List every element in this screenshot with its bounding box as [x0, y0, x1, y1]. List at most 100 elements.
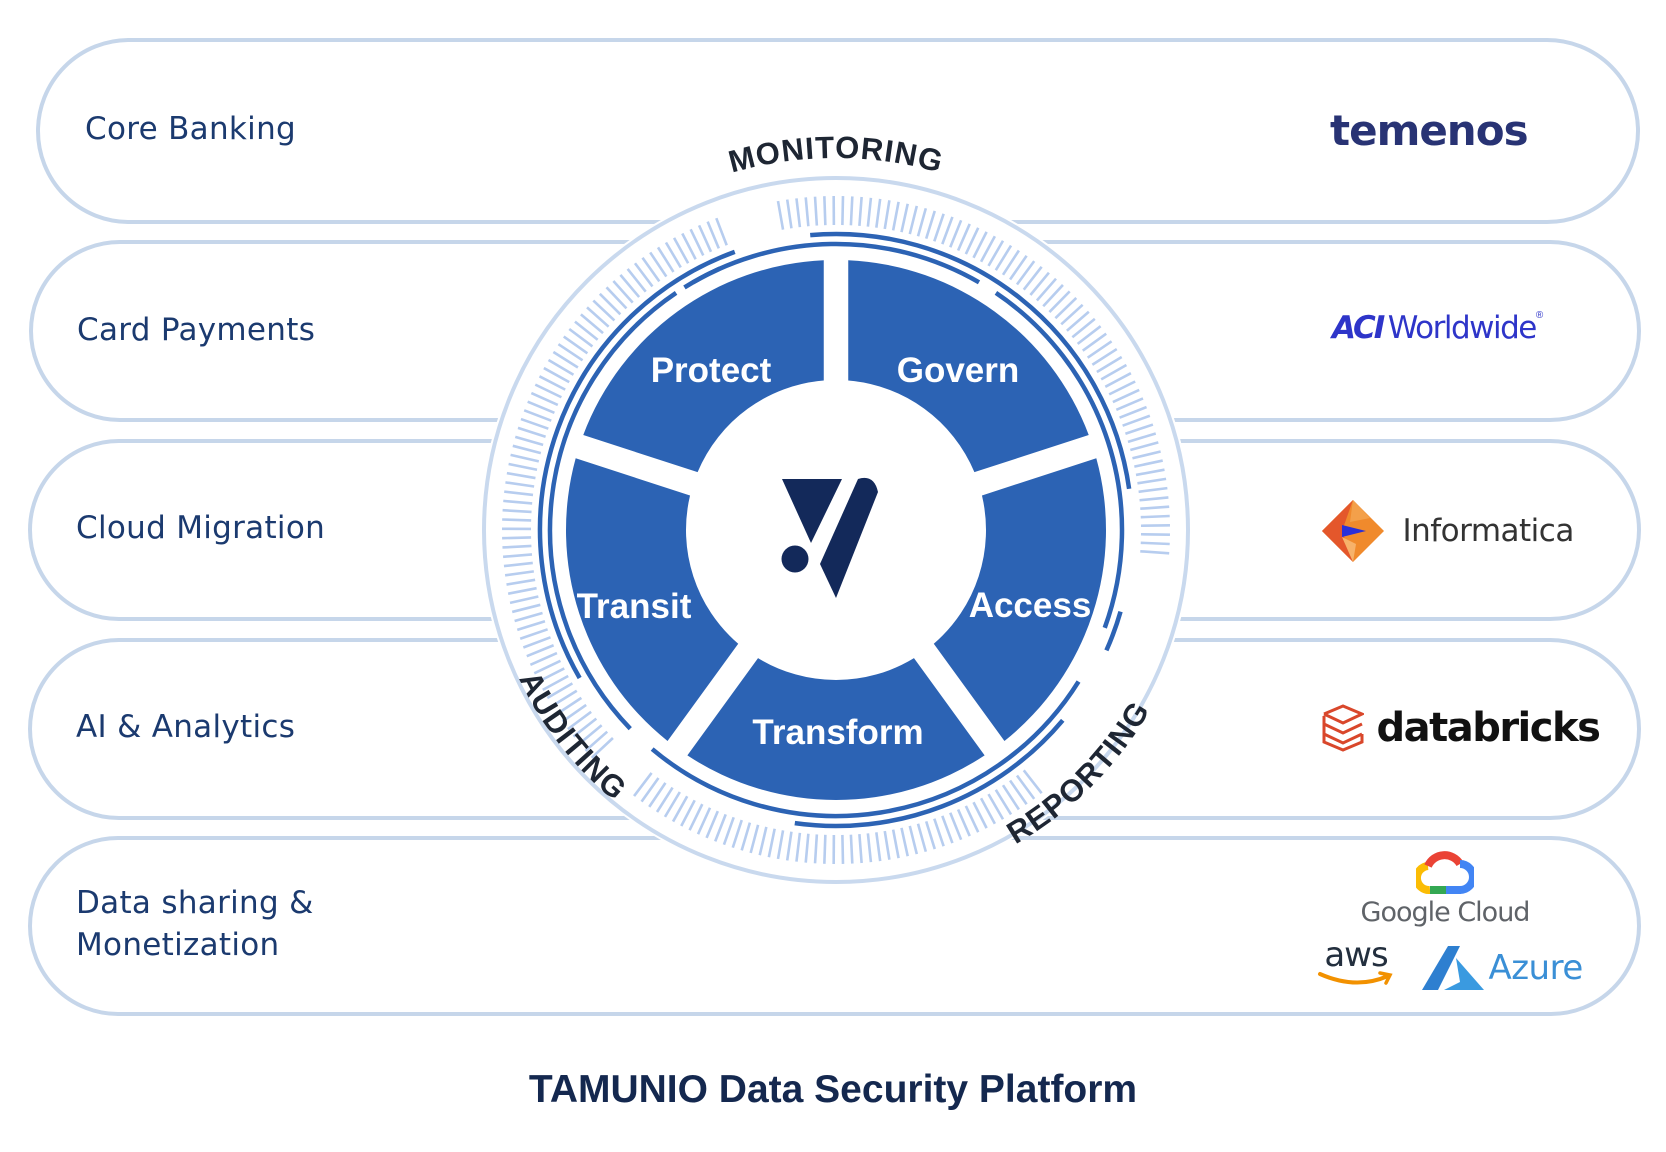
- tick-mark: [584, 730, 609, 752]
- informatica-logo: Informatica: [1320, 498, 1574, 564]
- tick-mark: [510, 453, 540, 463]
- tick-mark: [523, 409, 552, 422]
- tick-mark: [1001, 249, 1020, 276]
- tick-mark: [506, 471, 536, 480]
- tick-mark: [592, 299, 616, 322]
- registered-mark: ®: [1535, 310, 1544, 321]
- tick-mark: [933, 213, 945, 242]
- tick-mark: [663, 791, 681, 818]
- tick-mark: [664, 241, 682, 269]
- segment-transit: [566, 458, 739, 742]
- tick-mark: [714, 813, 727, 842]
- databricks-wordmark: databricks: [1376, 705, 1600, 751]
- aws-logo: aws: [1316, 938, 1396, 986]
- tick-mark: [511, 603, 541, 614]
- tick-mark: [916, 823, 928, 853]
- tick-mark: [655, 786, 674, 813]
- segment-govern: [848, 260, 1089, 473]
- tick-mark: [1119, 405, 1148, 419]
- tick-mark: [514, 611, 543, 623]
- tick-mark: [626, 268, 647, 293]
- tick-mark: [512, 444, 542, 455]
- tick-mark: [1124, 423, 1154, 435]
- tick-mark: [520, 417, 549, 430]
- tick-mark: [641, 256, 661, 283]
- tick-mark: [1132, 450, 1161, 460]
- tick-mark: [543, 366, 570, 384]
- accent-arc: [994, 291, 1125, 629]
- tick-mark: [949, 219, 963, 248]
- tick-mark: [1127, 432, 1157, 444]
- tick-mark: [556, 696, 583, 715]
- tick-mark: [697, 224, 713, 253]
- tick-mark: [785, 831, 793, 861]
- tick-mark: [795, 198, 802, 228]
- tick-mark: [537, 667, 565, 683]
- tick-mark: [612, 280, 634, 304]
- tick-mark: [823, 834, 827, 864]
- tick-mark: [522, 636, 551, 649]
- tick-mark: [823, 196, 827, 226]
- segment-label-govern: Govern: [897, 351, 1020, 390]
- tick-mark: [731, 819, 743, 849]
- tick-mark: [924, 210, 937, 240]
- informatica-wordmark: Informatica: [1402, 513, 1574, 549]
- tick-mark: [1096, 355, 1123, 374]
- google-cloud-wordmark: Google Cloud: [1360, 897, 1531, 928]
- tick-mark: [533, 659, 562, 675]
- databricks-logo: databricks: [1322, 704, 1601, 752]
- use-case-pill-data-sharing: [28, 836, 1641, 1016]
- tick-mark: [933, 818, 945, 847]
- tick-mark: [900, 203, 909, 233]
- use-case-label-card-payments: Card Payments: [77, 312, 316, 348]
- tick-mark: [1086, 340, 1113, 359]
- tick-mark: [551, 689, 578, 708]
- segment-label-protect: Protect: [651, 351, 772, 390]
- tick-mark: [696, 807, 712, 835]
- tick-mark: [908, 825, 919, 855]
- tick-mark: [987, 793, 1005, 820]
- tick-mark: [598, 292, 622, 316]
- tick-mark: [705, 810, 720, 839]
- tick-mark: [529, 651, 558, 666]
- tick-mark: [740, 822, 752, 851]
- tick-mark: [568, 327, 594, 348]
- tick-mark: [503, 499, 533, 505]
- tick-mark: [875, 198, 882, 228]
- tick-mark: [706, 221, 720, 249]
- tick-mark: [908, 205, 919, 235]
- tick-mark: [841, 834, 845, 864]
- tick-mark: [941, 216, 954, 245]
- tick-mark: [964, 805, 980, 833]
- tick-mark: [1135, 468, 1165, 477]
- tick-mark: [546, 682, 574, 700]
- tick-mark: [574, 320, 599, 341]
- aci-worldwide-logo: ACI Worldwide®: [1332, 310, 1543, 346]
- ring-label-monitoring: MONITORING: [725, 130, 947, 180]
- tick-mark: [502, 518, 532, 522]
- tick-mark: [767, 828, 776, 858]
- tick-mark: [619, 274, 641, 298]
- tick-mark: [987, 240, 1005, 267]
- tick-mark: [979, 235, 997, 263]
- tick-mark: [891, 201, 900, 231]
- google-cloud-logo: Google Cloud: [1350, 850, 1540, 928]
- tick-mark: [1140, 541, 1170, 546]
- tick-mark: [776, 830, 785, 860]
- use-case-label-data-sharing-line2: Monetization: [76, 927, 280, 963]
- tick-band: [501, 195, 1170, 865]
- tick-mark: [722, 816, 735, 846]
- tick-mark: [1048, 290, 1071, 313]
- tick-mark: [875, 832, 882, 862]
- tick-mark: [527, 400, 555, 414]
- tick-mark: [538, 375, 566, 391]
- accent-arc: [810, 231, 1132, 490]
- tick-mark: [547, 358, 575, 376]
- tick-mark: [507, 586, 537, 596]
- tick-mark: [1071, 317, 1096, 339]
- tick-mark: [502, 544, 532, 549]
- tick-mark: [567, 710, 592, 731]
- accent-arc: [1104, 610, 1123, 652]
- tick-mark: [640, 777, 660, 803]
